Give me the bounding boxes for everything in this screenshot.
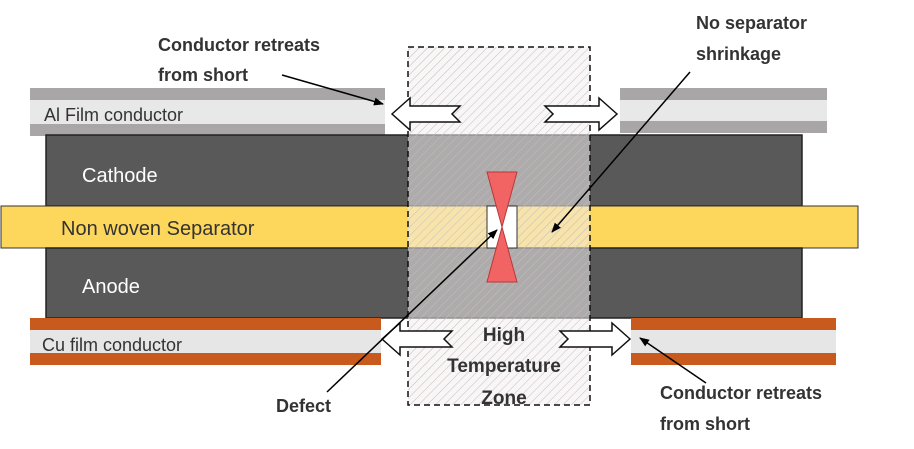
leader-line-retreat-top xyxy=(281,74,384,106)
leader-line-defect xyxy=(326,229,498,393)
no-shrinkage-label-line2: shrinkage xyxy=(696,44,781,64)
cu-film-conductor-right xyxy=(631,318,836,365)
cathode-label: Cathode xyxy=(82,165,158,187)
defect-marker xyxy=(486,171,518,283)
separator-label: Non woven Separator xyxy=(61,218,255,240)
retreat-top-label-line2: from short xyxy=(158,65,248,85)
al-film-conductor-left xyxy=(30,88,385,136)
al-film-conductor-right xyxy=(620,88,827,133)
retreat-arrow-bottom-right xyxy=(558,321,632,357)
retreat-arrow-top-left xyxy=(390,96,462,132)
zone-label-line3: Zone xyxy=(481,388,526,409)
no-shrinkage-label-line1: No separator xyxy=(696,13,807,33)
defect-label: Defect xyxy=(276,396,331,416)
retreat-bottom-label-line1: Conductor retreats xyxy=(660,383,822,403)
cu-film-conductor-left xyxy=(30,318,381,365)
leader-line-retreat-bottom xyxy=(639,337,707,384)
zone-label-line2: Temperature xyxy=(447,356,561,377)
cu-film-label: Cu film conductor xyxy=(42,335,182,355)
retreat-bottom-label-line2: from short xyxy=(660,414,750,434)
retreat-arrow-top-right xyxy=(543,96,619,132)
al-film-label: Al Film conductor xyxy=(44,105,183,125)
anode-label: Anode xyxy=(82,276,140,298)
zone-label-line1: High xyxy=(483,325,525,346)
retreat-top-label-line1: Conductor retreats xyxy=(158,35,320,55)
retreat-arrow-bottom-left xyxy=(380,321,454,357)
leader-line-no-shrinkage xyxy=(551,71,691,233)
